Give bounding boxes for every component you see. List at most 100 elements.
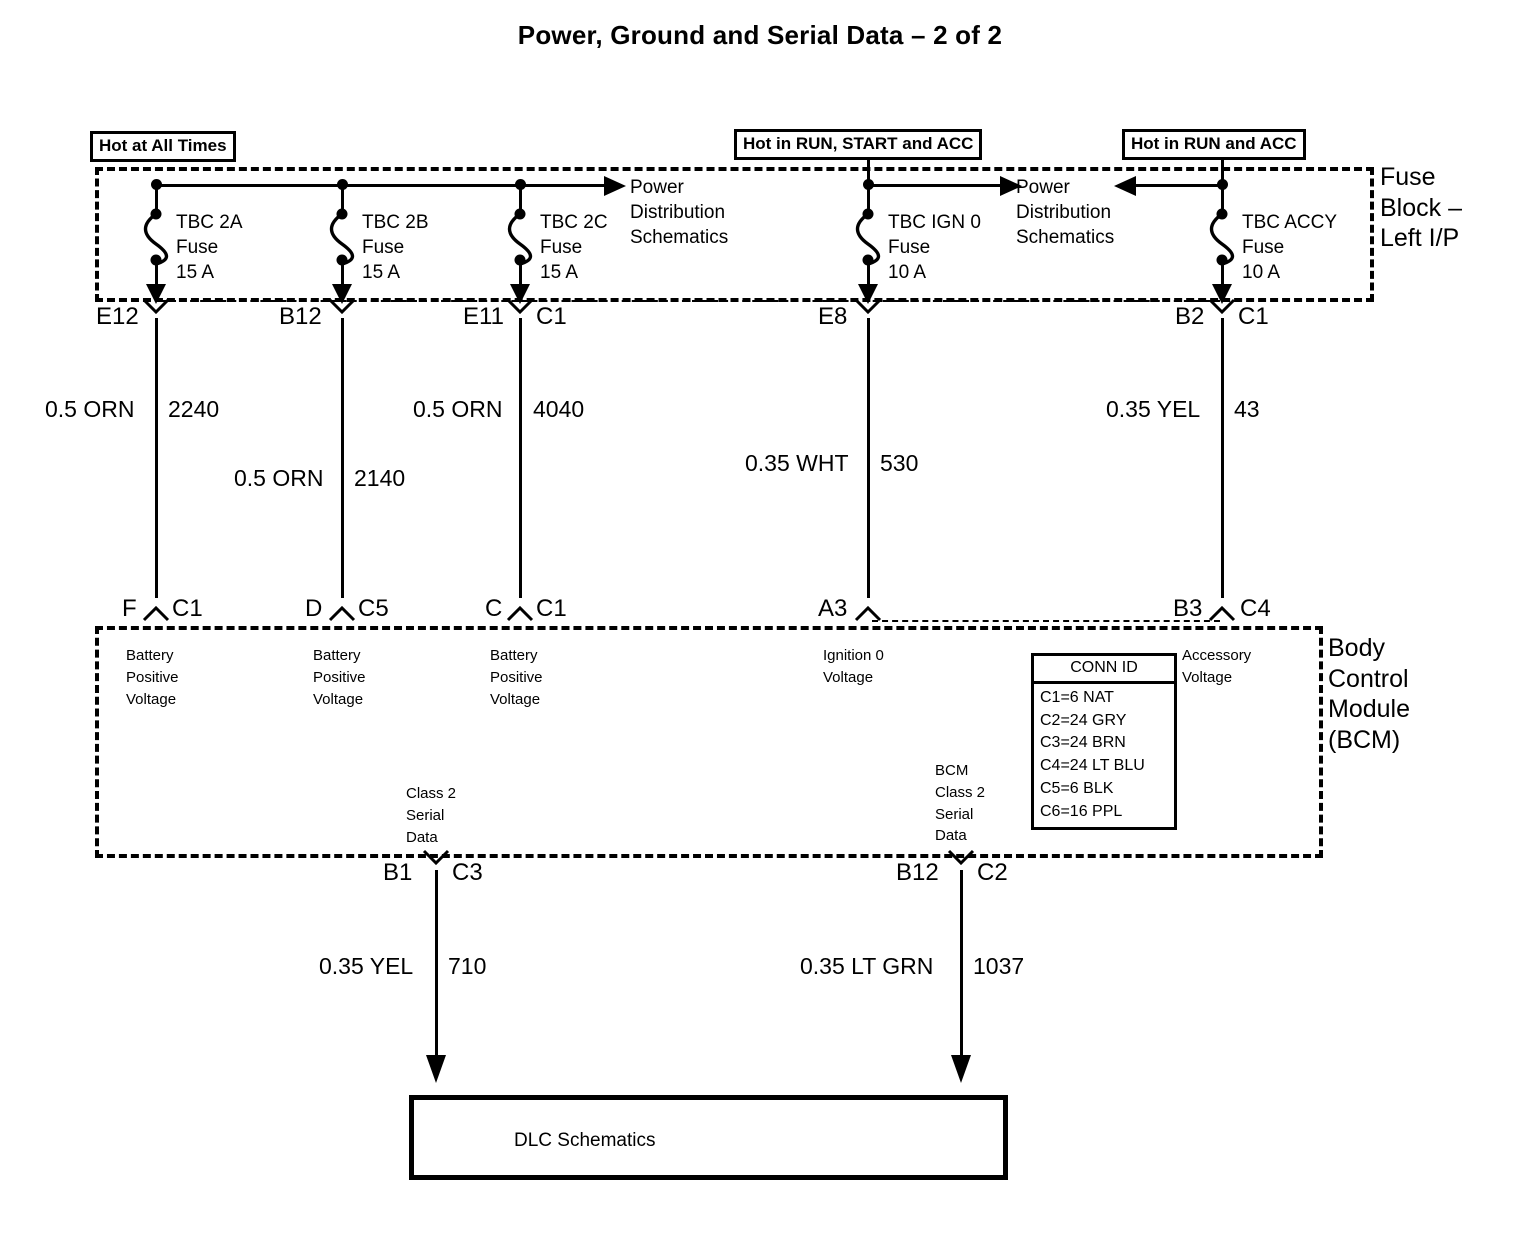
connector-label-b12-c2: C2 xyxy=(977,859,1008,886)
connector-terminal-b1-c3 xyxy=(422,849,450,866)
terminal-label-e8: E8 xyxy=(818,303,848,330)
fuse-name: TBC 2C xyxy=(540,212,608,233)
hot-in-run-acc-bus xyxy=(1124,184,1222,187)
connector-label-f-c1: C1 xyxy=(172,595,203,622)
wire-run-43 xyxy=(1221,318,1224,598)
fuse-label-tbc-accy: TBC ACCY Fuse 10 A xyxy=(1242,210,1337,285)
wire-run-2240 xyxy=(155,318,158,598)
pin-function-class-2-serial-data: Class 2 Serial Data xyxy=(406,785,457,846)
wire-arrow-1037 xyxy=(951,1055,971,1083)
connector-terminal-e8 xyxy=(854,298,882,315)
wire-label-2140-circuit: 2140 xyxy=(354,465,406,491)
hot-in-run-and-acc-label: Hot in RUN and ACC xyxy=(1122,129,1306,160)
connector-terminal-d-c5 xyxy=(328,605,356,622)
fuse-lead-top-tbc-ign-0 xyxy=(867,157,870,214)
wire-run-1037 xyxy=(960,870,963,1070)
fuse-label-tbc-2c: TBC 2C Fuse 15 A xyxy=(540,210,608,285)
fuse-lead-top-tbc-2c xyxy=(519,184,522,214)
connector-terminal-e12 xyxy=(142,298,170,315)
fuse-lead-bottom-tbc-2b xyxy=(341,260,344,296)
wire-label-43-color: 0.35 YEL xyxy=(1106,396,1201,422)
conn-id-row: C2=24 GRY xyxy=(1040,711,1127,729)
fuse-type: Fuse xyxy=(362,237,405,259)
terminal-label-b3: B3 xyxy=(1173,595,1203,622)
wire-run-530 xyxy=(867,318,870,598)
fuse-rating: 10 A xyxy=(1242,262,1281,284)
terminal-label-f: F xyxy=(122,595,137,622)
connector-label-b1-c3: C3 xyxy=(452,859,483,886)
power-distribution-arrow-left xyxy=(604,176,626,196)
fuse-output-arrow-tbc-2a xyxy=(146,284,166,304)
terminal-label-b12: B12 xyxy=(896,859,939,886)
fuse-rating: 15 A xyxy=(176,262,215,284)
connector-terminal-b3-c4 xyxy=(1208,605,1236,622)
fuse-lead-top-tbc-accy xyxy=(1221,157,1224,214)
fuse-lead-top-tbc-2b xyxy=(341,184,344,214)
power-distribution-schematics-left: Power Distribution Schematics xyxy=(630,177,729,249)
fuse-rating: 10 A xyxy=(888,262,927,284)
dlc-schematics-label: DLC Schematics xyxy=(514,1130,656,1151)
wire-label-1037-color: 0.35 LT GRN xyxy=(800,953,934,979)
conn-id-row: C1=6 NAT xyxy=(1040,689,1114,706)
conn-id-body: C1=6 NAT C2=24 GRY C3=24 BRN C4=24 LT BL… xyxy=(1034,684,1174,827)
wire-label-2240-circuit: 2240 xyxy=(168,396,220,422)
wire-run-4040 xyxy=(519,318,522,598)
fuse-symbol-tbc-2b xyxy=(329,208,355,266)
fuse-type: Fuse xyxy=(540,237,583,259)
wire-label-4040-color: 0.5 ORN xyxy=(413,396,503,422)
pin-function-accessory-voltage: Accessory Voltage xyxy=(1182,647,1252,686)
hot-in-run-start-and-acc-label: Hot in RUN, START and ACC xyxy=(734,129,983,160)
fuse-output-arrow-tbc-accy xyxy=(1212,284,1232,304)
terminal-label-b2: B2 xyxy=(1175,303,1205,330)
connector-terminal-a3 xyxy=(854,605,882,622)
fuse-name: TBC 2A xyxy=(176,212,243,233)
pin-function-battery-positive-voltage-3: Battery Positive Voltage xyxy=(490,647,543,708)
connector-terminal-b12 xyxy=(328,298,356,315)
wire-label-43-circuit: 43 xyxy=(1234,396,1260,422)
pin-function-ignition-0-voltage: Ignition 0 Voltage xyxy=(823,647,884,686)
wire-label-710-circuit: 710 xyxy=(448,953,487,979)
fuse-name: TBC IGN 0 xyxy=(888,212,981,233)
terminal-label-b1: B1 xyxy=(383,859,413,886)
fuse-symbol-tbc-accy xyxy=(1209,208,1235,266)
connector-terminal-e11 xyxy=(506,298,534,315)
conn-id-row: C5=6 BLK xyxy=(1040,779,1114,797)
conn-id-row: C4=24 LT BLU xyxy=(1040,757,1145,775)
connector-terminal-f-c1 xyxy=(142,605,170,622)
pin-function-battery-positive-voltage-1: Battery Positive Voltage xyxy=(126,647,179,708)
fuse-lead-bottom-tbc-2c xyxy=(519,260,522,296)
bcm-enclosure xyxy=(95,626,1323,858)
fuse-block-enclosure xyxy=(95,167,1374,302)
fuse-label-tbc-2a: TBC 2A Fuse 15 A xyxy=(176,210,243,285)
terminal-label-e11: E11 xyxy=(463,303,504,330)
hot-at-all-times-bus xyxy=(155,184,610,187)
bcm-side-label: Body Control Module (BCM) xyxy=(1328,634,1410,754)
fuse-name: TBC ACCY xyxy=(1242,212,1338,233)
page-title: Power, Ground and Serial Data – 2 of 2 xyxy=(517,20,1003,50)
terminal-label-b12: B12 xyxy=(279,303,322,330)
wire-arrow-710 xyxy=(426,1055,446,1083)
conn-id-row: C3=24 BRN xyxy=(1040,734,1126,752)
wire-label-710-color: 0.35 YEL xyxy=(319,953,414,979)
fuse-type: Fuse xyxy=(176,237,219,259)
fuse-block-side-label: Fuse Block – Left I/P xyxy=(1380,163,1462,252)
fuse-name: TBC 2B xyxy=(362,212,429,233)
connector-label-e11-c1: C1 xyxy=(536,303,567,330)
wire-run-710 xyxy=(435,870,438,1070)
fuse-lead-bottom-tbc-ign-0 xyxy=(867,260,870,296)
connector-label-b3-c4: C4 xyxy=(1240,595,1271,622)
wire-label-2240-color: 0.5 ORN xyxy=(45,396,135,422)
hot-in-run-start-acc-bus xyxy=(866,184,1006,187)
conn-id-header: CONN ID xyxy=(1034,656,1174,684)
dlc-schematics-box[interactable]: DLC Schematics xyxy=(409,1095,1008,1180)
power-distribution-arrow-right-1 xyxy=(1000,176,1022,196)
connector-terminal-c-c1 xyxy=(506,605,534,622)
conn-id-row: C6=16 PPL xyxy=(1040,802,1123,820)
terminal-label-a3: A3 xyxy=(818,595,848,622)
wire-label-4040-circuit: 4040 xyxy=(533,396,585,422)
power-distribution-arrow-right-2 xyxy=(1114,176,1136,196)
connector-label-b2-c1: C1 xyxy=(1238,303,1269,330)
fuse-lead-bottom-tbc-accy xyxy=(1221,260,1224,296)
wire-label-2140-color: 0.5 ORN xyxy=(234,465,324,491)
